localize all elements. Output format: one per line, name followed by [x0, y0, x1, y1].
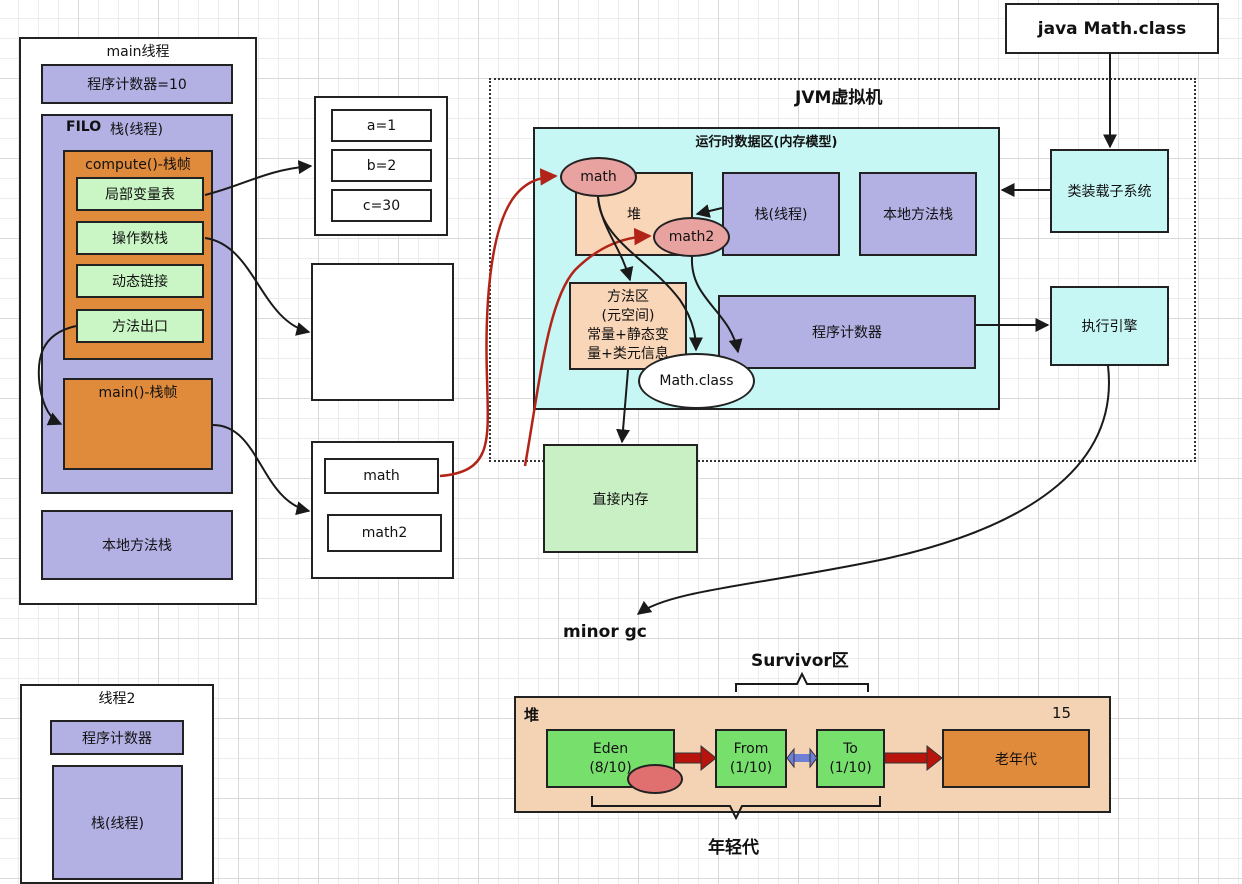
method-area-line-1: 方法区 [607, 289, 649, 305]
local-vars-to-values-arrow [204, 160, 313, 196]
old-generation: 老年代 [942, 729, 1090, 788]
to-to-old-arrow [884, 744, 943, 772]
value-a: a=1 [331, 109, 432, 142]
operand-stack-to-box-arrow [204, 237, 311, 336]
gc-heap-label: 堆 [524, 706, 540, 724]
stack-to-heap-arrow [695, 204, 723, 218]
math2-to-class-link [690, 256, 743, 354]
ref-math-to-heap-arrow [439, 168, 558, 478]
survivor-label: Survivor区 [751, 651, 849, 671]
operand-stack-target-box [311, 263, 454, 401]
math-object-ellipse: math [560, 157, 637, 197]
eden-to-from-arrow [674, 744, 717, 772]
main-thread-title: main线程 [106, 44, 170, 60]
math2-object-ellipse: math2 [653, 217, 730, 257]
jvm-title: JVM虚拟机 [795, 88, 883, 108]
class-loader-subsystem: 类装载子系统 [1050, 149, 1169, 233]
young-gen-label: 年轻代 [708, 838, 759, 858]
main-frame-to-refs-arrow [212, 424, 311, 516]
tenure-age-label: 15 [1052, 704, 1072, 722]
eden-object-ellipse [627, 764, 683, 794]
main-stack-title: 栈(线程) [110, 122, 163, 138]
young-gen-brace [591, 796, 881, 821]
ref-math: math [324, 458, 439, 494]
survivor-brace [735, 671, 869, 692]
java-command-box: java Math.class [1005, 3, 1219, 54]
value-b: b=2 [331, 149, 432, 182]
math-to-method-area-link [597, 196, 634, 282]
method-area: 方法区 (元空间) 常量+静态变 量+类元信息 [569, 282, 687, 370]
from-ratio: (1/10) [729, 759, 773, 776]
eden-space: Eden (8/10) [546, 729, 675, 788]
jvm-program-counter: 程序计数器 [718, 295, 976, 369]
from-space: From (1/10) [715, 729, 787, 788]
to-ratio: (1/10) [829, 759, 872, 776]
main-frame: main()-栈帧 [63, 378, 213, 470]
compute-frame-title: compute()-栈帧 [85, 157, 191, 173]
main-native-method-stack: 本地方法栈 [41, 510, 233, 580]
thread2-title: 线程2 [98, 691, 136, 707]
eden-ratio: (8/10) [589, 759, 632, 776]
thread2-stack: 栈(线程) [52, 765, 183, 880]
filo-label: FILO [66, 119, 102, 135]
minor-gc-label: minor gc [563, 622, 647, 642]
connector-layer [37, 54, 1117, 821]
method-area-line-2: (元空间) [601, 308, 655, 324]
local-variable-table: 局部变量表 [76, 177, 204, 211]
method-exit-to-main-frame-arrow [37, 325, 77, 426]
math-class-ellipse: Math.class [638, 353, 755, 409]
method-area-to-direct-memory-arrow [616, 369, 631, 444]
jvm-stack: 栈(线程) [722, 172, 840, 256]
thread2-program-counter: 程序计数器 [50, 720, 184, 755]
runtime-data-area-title: 运行时数据区(内存模型) [695, 135, 838, 150]
direct-memory: 直接内存 [543, 444, 698, 553]
eden-label: Eden [592, 740, 629, 757]
execution-engine: 执行引擎 [1050, 286, 1169, 366]
method-area-line-3: 常量+静态变 [587, 327, 669, 343]
from-to-swap-arrow [786, 747, 818, 769]
to-label: To [843, 740, 858, 757]
method-area-line-4: 量+类元信息 [587, 346, 669, 362]
ref-math2-to-heap-arrow [523, 227, 652, 467]
method-exit: 方法出口 [76, 309, 204, 343]
from-label: From [733, 740, 769, 757]
ref-math2: math2 [327, 514, 442, 552]
main-program-counter: 程序计数器=10 [41, 64, 233, 104]
to-space: To (1/10) [816, 729, 885, 788]
operand-stack: 操作数栈 [76, 221, 204, 255]
dynamic-linking: 动态链接 [76, 264, 204, 298]
jvm-native-method-stack: 本地方法栈 [859, 172, 977, 256]
math-to-class-link [597, 196, 703, 352]
main-frame-title: main()-栈帧 [98, 385, 178, 401]
exec-engine-to-minor-gc-arrow [636, 365, 1110, 615]
value-c: c=30 [331, 189, 432, 222]
